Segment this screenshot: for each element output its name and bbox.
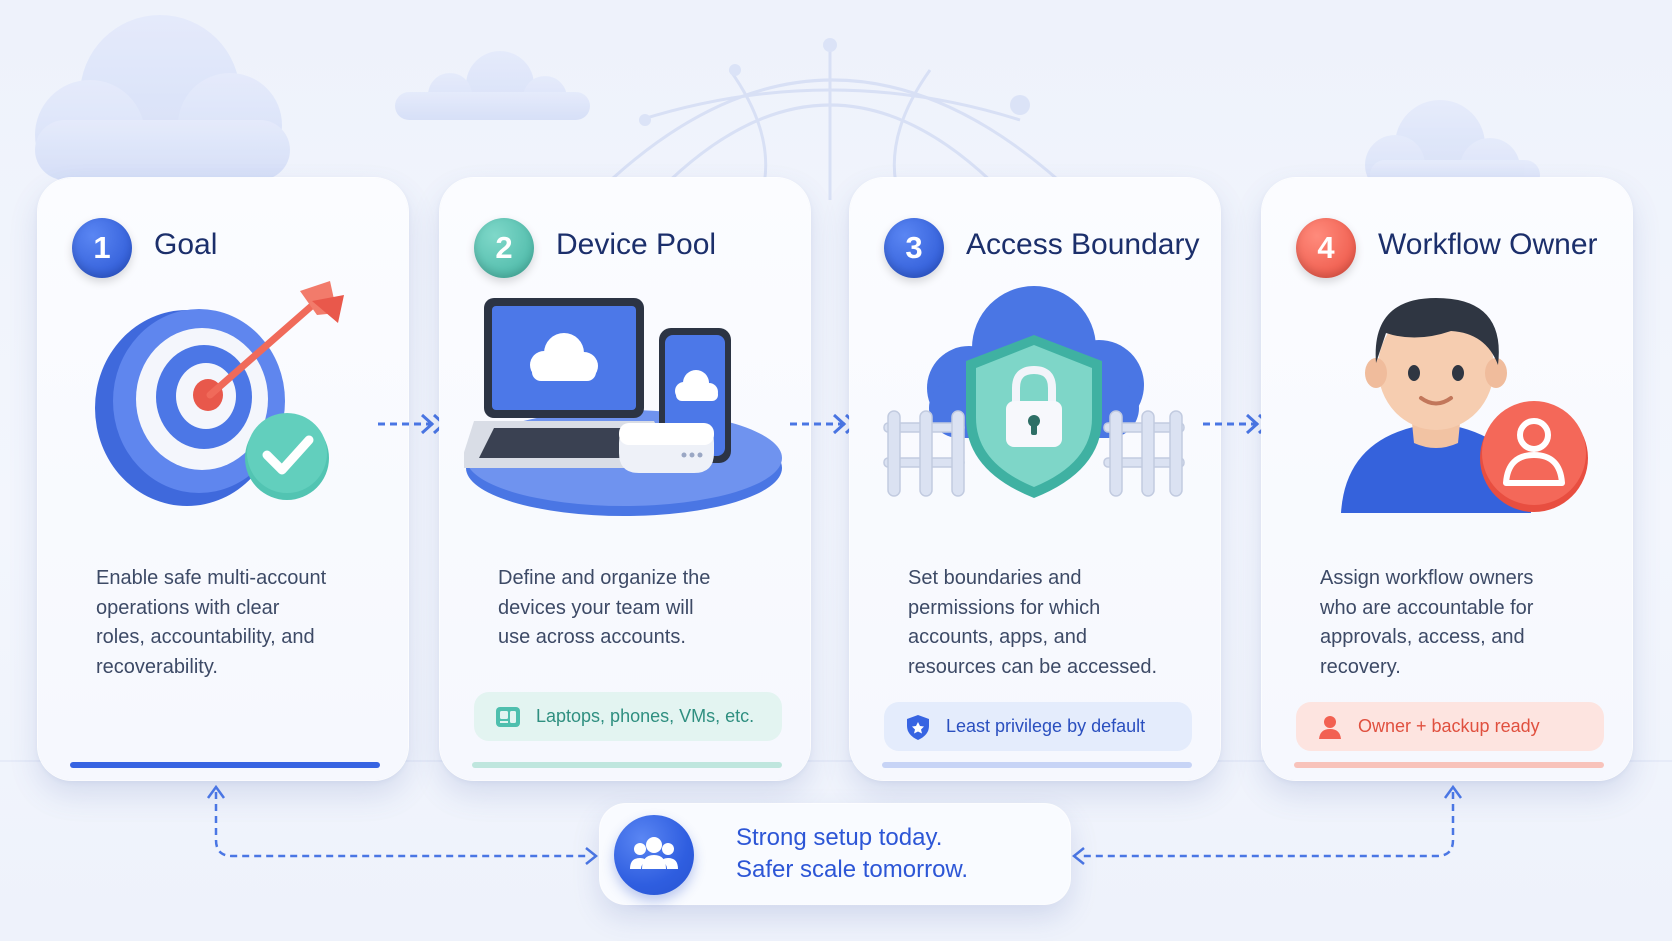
step-card-goal: 1 Goal Enable safe multi-account operati… xyxy=(38,178,408,780)
user-badge-icon xyxy=(1480,401,1588,512)
shield-tag-icon xyxy=(907,714,929,740)
step-title-goal: Goal xyxy=(154,228,218,261)
step-number-2: 2 xyxy=(474,218,534,278)
step-description-access-boundary: Set boundaries and permissions for which… xyxy=(908,567,1158,678)
step-title-access-boundary: Access Boundary xyxy=(966,228,1200,261)
step-number-3: 3 xyxy=(884,218,944,278)
team-glyph-icon xyxy=(630,837,678,869)
step-description-device-pool: Define and organize the devices your tea… xyxy=(498,567,711,648)
device-icon xyxy=(464,298,782,516)
tag-workflow-owner: Owner + backup ready xyxy=(1296,702,1604,751)
step-progress-bar-device-pool xyxy=(472,762,782,768)
tag-text-access-boundary: Least privilege by default xyxy=(946,716,1146,736)
summary-box: Strong setup today. Safer scale tomorrow… xyxy=(600,804,1070,904)
step-progress-bar-workflow-owner xyxy=(1294,762,1604,768)
tag-text-workflow-owner: Owner + backup ready xyxy=(1358,716,1540,736)
cloud-icon xyxy=(530,333,598,381)
background-cloud-small xyxy=(395,51,590,120)
tag-access-boundary: Least privilege by default xyxy=(884,702,1192,751)
step-title-workflow-owner: Workflow Owner xyxy=(1378,228,1598,261)
step-number-1: 1 xyxy=(72,218,132,278)
team-icon xyxy=(614,815,694,895)
step-card-device-pool: 2 Device Pool Define an xyxy=(440,178,810,780)
devices-tag-icon xyxy=(496,706,520,727)
fence-icon xyxy=(883,410,1185,497)
tag-text-device-pool: Laptops, phones, VMs, etc. xyxy=(536,706,755,726)
step-title-device-pool: Device Pool xyxy=(556,228,717,261)
step-description-goal: Enable safe multi-account operations wit… xyxy=(96,567,327,678)
background-cloud-left xyxy=(35,15,290,190)
summary-line-2: Safer scale tomorrow. xyxy=(736,856,969,883)
step-card-access-boundary: 3 Access Boundary Set boundaries and per… xyxy=(850,178,1220,780)
tag-device-pool: Laptops, phones, VMs, etc. xyxy=(474,692,782,741)
step-progress-bar-goal xyxy=(70,762,380,768)
summary-line-1: Strong setup today. xyxy=(736,824,943,851)
step-description-workflow-owner: Assign workflow owners who are accountab… xyxy=(1320,567,1534,678)
step-number-4: 4 xyxy=(1296,218,1356,278)
person-icon xyxy=(1341,298,1588,513)
step-card-workflow-owner: 4 Workflow Owner Assign workflow owners … xyxy=(1262,178,1632,780)
step-progress-bar-access-boundary xyxy=(882,762,1192,768)
router-icon xyxy=(619,423,714,473)
check-icon xyxy=(245,413,329,500)
shield-lock-icon xyxy=(883,286,1185,498)
owner-tag-icon xyxy=(1319,715,1341,739)
target-icon xyxy=(95,281,344,506)
